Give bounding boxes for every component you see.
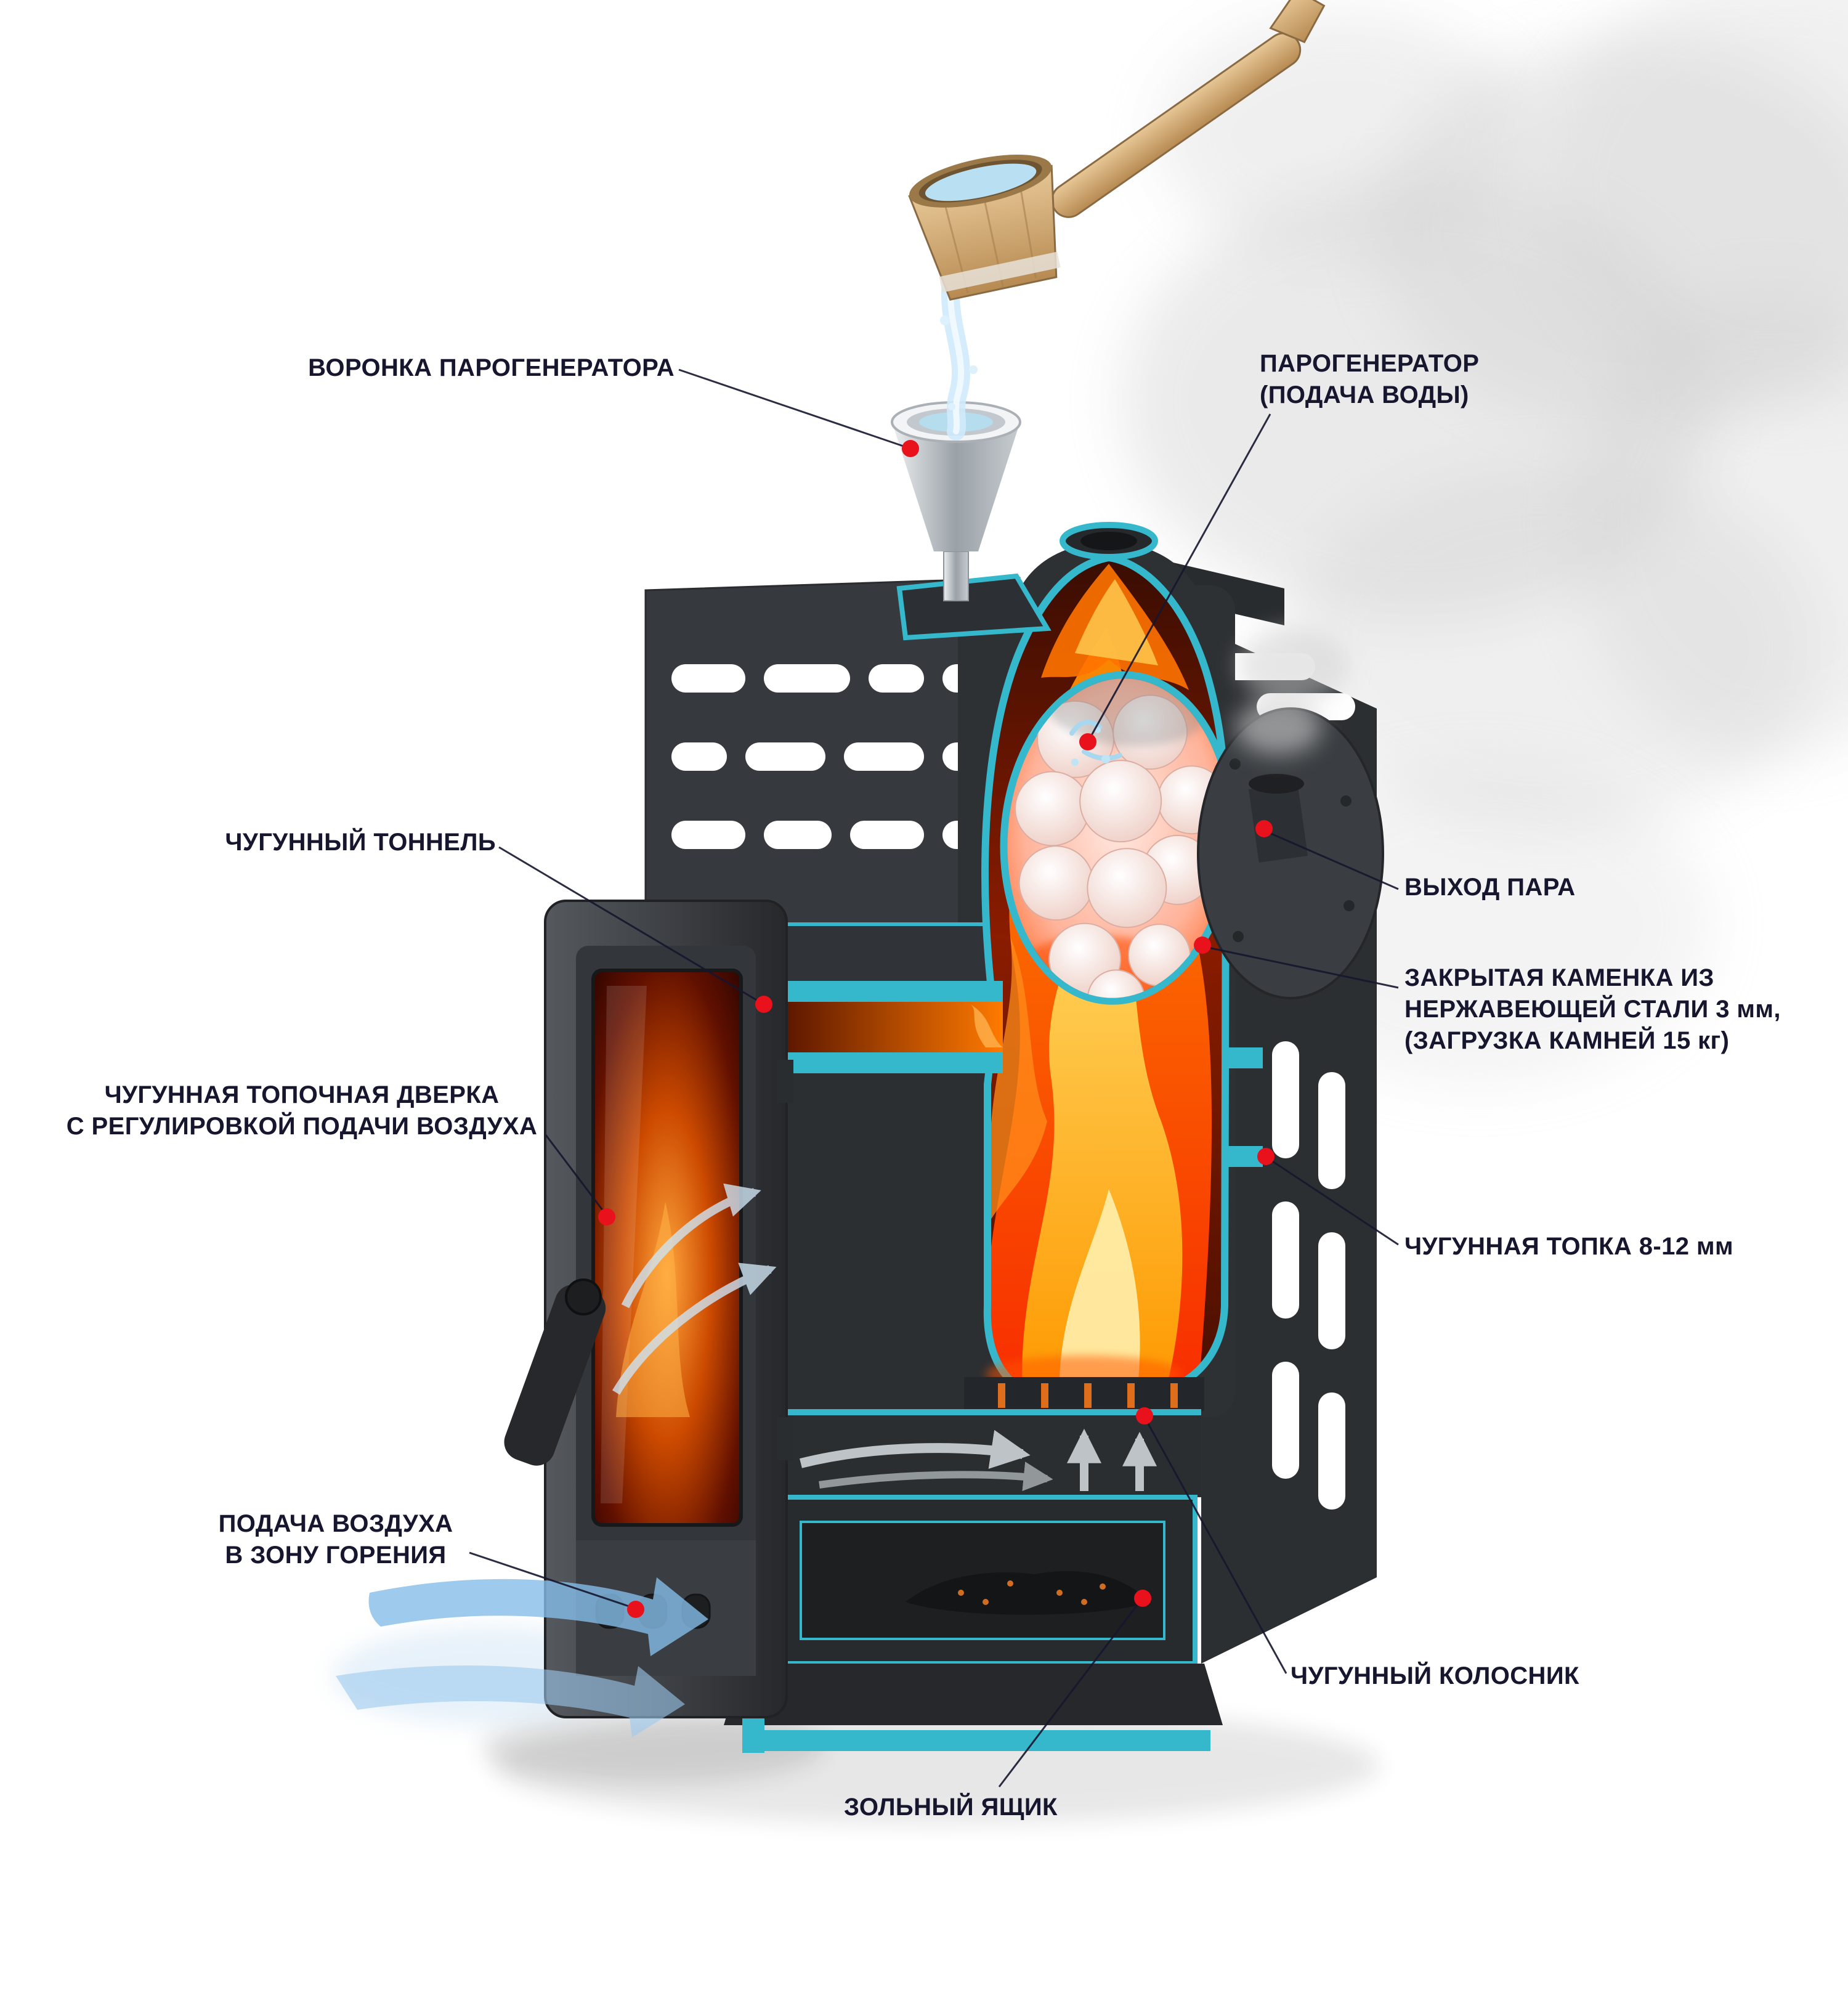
air-inflow-arrows [336, 1577, 708, 1738]
label-tunnel: ЧУГУННЫЙ ТОННЕЛЬ [225, 829, 496, 856]
label-steam-generator-line2: (ПОДАЧА ВОДЫ) [1260, 381, 1469, 409]
label-stone-chamber-line1: ЗАКРЫТАЯ КАМЕНКА ИЗ [1404, 964, 1714, 991]
ash-pile [906, 1571, 1149, 1615]
label-steam-exit: ВЫХОД ПАРА [1404, 874, 1576, 901]
label-door-line2: С РЕГУЛИРОВКОЙ ПОДАЧИ ВОЗДУХА [66, 1112, 538, 1140]
label-door: ЧУГУННАЯ ТОПОЧНАЯ ДВЕРКА С РЕГУЛИРОВКОЙ … [43, 1079, 561, 1142]
cast-iron-tunnel [750, 981, 1003, 1073]
ladle-bucket [908, 155, 1061, 301]
ladle-handle [1051, 0, 1326, 218]
ash-box [724, 1495, 1223, 1725]
label-stone-chamber-line2: НЕРЖАВЕЮЩЕЙ СТАЛИ 3 мм, [1404, 995, 1781, 1023]
steam-spout [1249, 782, 1308, 863]
wooden-ladle [908, 0, 1326, 301]
door-handle [504, 1278, 606, 1466]
leader-lines [469, 368, 1399, 1787]
steam-funnel [891, 401, 1052, 641]
label-door-line1: ЧУГУННАЯ ТОПОЧНАЯ ДВЕРКА [104, 1081, 500, 1108]
label-steam-generator: ПАРОГЕНЕРАТОР (ПОДАЧА ВОДЫ) [1260, 348, 1479, 411]
grate [964, 1356, 1204, 1411]
label-grate: ЧУГУННЫЙ КОЛОСНИК [1291, 1662, 1579, 1689]
marker-dots [598, 440, 1275, 1618]
label-steam-generator-line1: ПАРОГЕНЕРАТОР [1260, 350, 1480, 377]
shroud-vertical-slots [1272, 1041, 1345, 1510]
stove-base [724, 1664, 1223, 1725]
air-channel [742, 1409, 1201, 1497]
label-stone-chamber: ЗАКРЫТАЯ КАМЕНКА ИЗ НЕРЖАВЕЮЩЕЙ СТАЛИ 3 … [1404, 962, 1781, 1056]
steam-outlet-plate [1197, 628, 1384, 999]
label-ash-box: ЗОЛЬНЫЙ ЯЩИК [844, 1794, 1058, 1821]
label-air-supply-line2: В ЗОНУ ГОРЕНИЯ [225, 1541, 447, 1569]
firebox-door [504, 900, 793, 1718]
label-funnel: ВОРОНКА ПАРОГЕНЕРАТОРА [308, 354, 675, 381]
air-wash-arrows [612, 1183, 777, 1395]
label-firebox: ЧУГУННАЯ ТОПКА 8-12 мм [1404, 1233, 1733, 1260]
stone-chamber [1000, 671, 1236, 1006]
label-stone-chamber-line3: (ЗАГРУЗКА КАМНЕЙ 15 кг) [1404, 1026, 1730, 1054]
label-air-supply-line1: ПОДАЧА ВОЗДУХА [218, 1510, 453, 1537]
label-air-supply: ПОДАЧА ВОЗДУХА В ЗОНУ ГОРЕНИЯ [203, 1508, 468, 1571]
